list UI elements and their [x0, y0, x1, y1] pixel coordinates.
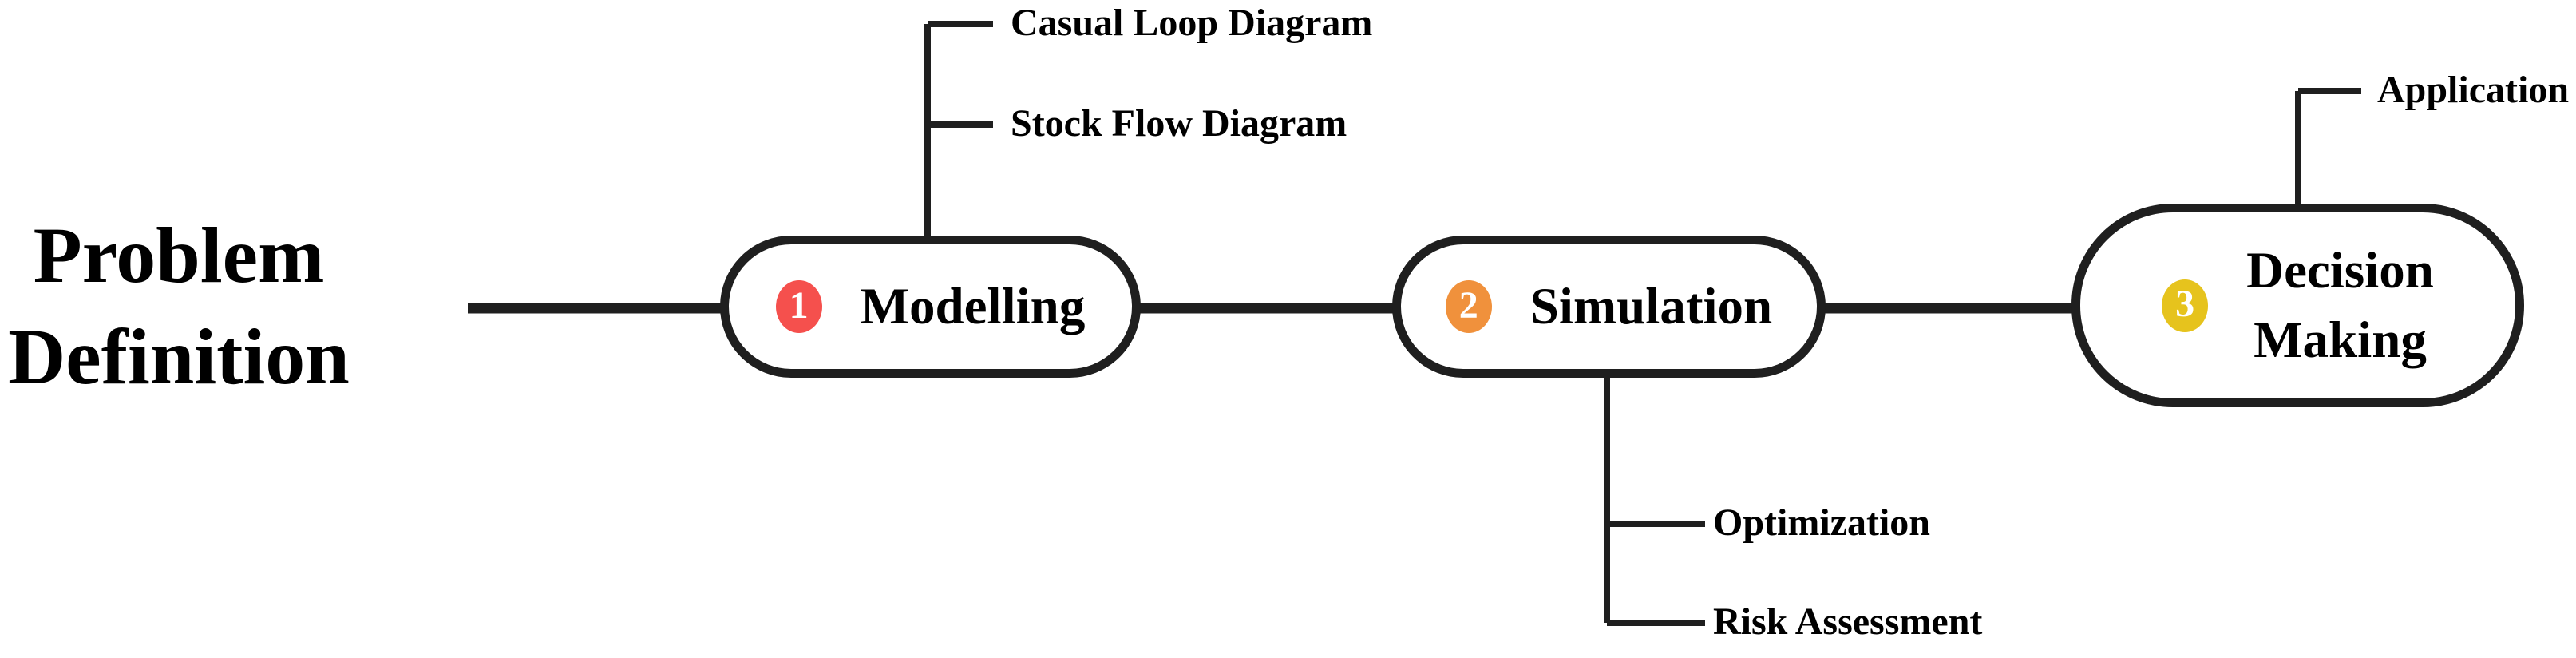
branch-casual-loop-diagram: Casual Loop Diagram	[1011, 2, 1373, 44]
decision-branch-line	[2295, 88, 2361, 205]
step-2-number-badge: 2	[1445, 280, 1492, 333]
step-1-number-badge: 1	[775, 280, 822, 333]
node-decision-making-label: Decision Making	[2246, 236, 2434, 375]
decision-label-line2: Making	[2254, 311, 2427, 369]
branch-stock-flow-diagram: Stock Flow Diagram	[1011, 102, 1347, 145]
step-3-number-badge: 3	[2162, 279, 2209, 332]
simulation-branches-line	[1604, 376, 1705, 626]
root-label-line1: Problem	[33, 211, 325, 299]
node-modelling: 1 Modelling	[720, 236, 1141, 378]
node-decision-making: 3 Decision Making	[2071, 204, 2524, 407]
decision-label-line1: Decision	[2246, 242, 2434, 300]
branch-optimization: Optimization	[1713, 501, 1930, 544]
modelling-branches-line	[924, 21, 993, 236]
branch-risk-assessment: Risk Assessment	[1713, 601, 1983, 643]
problem-definition-root-label: Problem Definition	[4, 204, 354, 407]
node-simulation-label: Simulation	[1529, 277, 1773, 335]
branch-application: Application	[2377, 69, 2570, 111]
node-simulation: 2 Simulation	[1392, 236, 1826, 378]
node-modelling-label: Modelling	[860, 277, 1086, 335]
root-label-line2: Definition	[8, 312, 350, 401]
